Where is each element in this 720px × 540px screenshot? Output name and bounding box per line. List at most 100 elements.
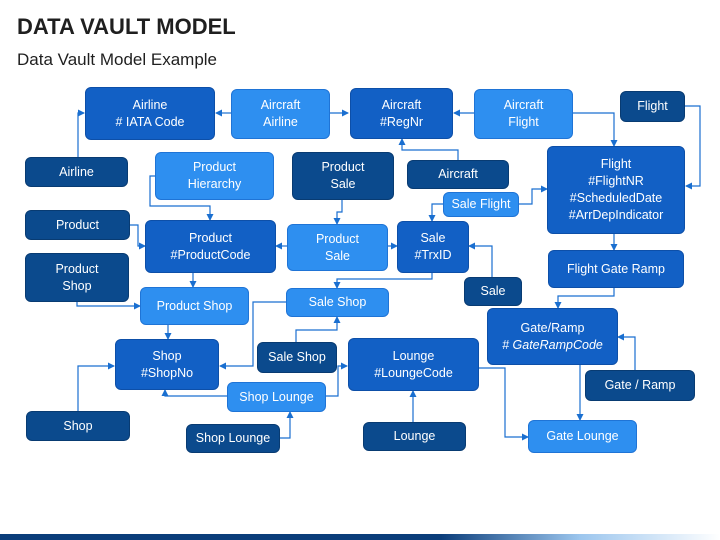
node-label: Aircraft bbox=[260, 98, 301, 112]
sale-flight-link[interactable]: Sale Flight bbox=[443, 192, 519, 217]
node-key: #ProductCode bbox=[170, 247, 251, 262]
sale-hub[interactable]: Sale #TrxID bbox=[397, 221, 469, 273]
node-label: Airline bbox=[263, 115, 298, 129]
node-label: Product bbox=[192, 160, 237, 174]
node-label: Lounge bbox=[392, 348, 435, 363]
lounge-satellite[interactable]: Lounge bbox=[363, 422, 466, 451]
connector bbox=[130, 224, 146, 250]
node-label: Gate Lounge bbox=[546, 429, 619, 443]
connector bbox=[149, 175, 214, 221]
connector bbox=[295, 316, 341, 342]
node-label: Shop Lounge bbox=[239, 389, 314, 404]
node-key: #ArrDepIndicator bbox=[568, 208, 664, 222]
product-shop-link[interactable]: Product Shop bbox=[140, 287, 249, 325]
node-label: Sale bbox=[324, 248, 351, 263]
node-label: Sale bbox=[420, 231, 446, 245]
connector bbox=[617, 333, 636, 370]
node-key: #LoungeCode bbox=[374, 365, 453, 380]
connector bbox=[161, 389, 227, 397]
node-label: Product bbox=[315, 231, 360, 246]
connector bbox=[519, 185, 548, 205]
connector bbox=[77, 362, 115, 411]
node-label: Hierarchy bbox=[187, 177, 242, 191]
aircraft-satellite[interactable]: Aircraft bbox=[407, 160, 509, 189]
gate-ramp-hub[interactable]: Gate/Ramp # GateRampCode bbox=[487, 308, 618, 365]
shop-lounge-link[interactable]: Shop Lounge bbox=[227, 382, 326, 412]
connector bbox=[219, 301, 286, 370]
footer-bar-dark bbox=[0, 534, 440, 540]
connector bbox=[333, 200, 343, 225]
shop-satellite[interactable]: Shop bbox=[26, 411, 130, 441]
node-label: Aircraft bbox=[381, 97, 422, 112]
connector bbox=[280, 411, 294, 439]
node-key: # GateRampCode bbox=[502, 337, 603, 352]
sale-shop-link[interactable]: Sale Shop bbox=[286, 288, 389, 317]
sale-satellite[interactable]: Sale bbox=[464, 277, 522, 306]
node-label: Flight bbox=[600, 157, 632, 171]
node-label: Shop bbox=[152, 348, 182, 363]
node-key: #ScheduledDate bbox=[569, 191, 663, 205]
node-key: # IATA Code bbox=[115, 114, 185, 129]
lounge-hub[interactable]: Lounge #LoungeCode bbox=[348, 338, 479, 391]
node-label: Sale Shop bbox=[268, 350, 326, 364]
flight-gate-ramp-link[interactable]: Flight Gate Ramp bbox=[548, 250, 684, 288]
flight-hub[interactable]: Flight #FlightNR #ScheduledDate #ArrDepIndi… bbox=[547, 146, 685, 234]
node-label: Shop Lounge bbox=[195, 431, 271, 445]
gate-ramp-satellite[interactable]: Gate / Ramp bbox=[585, 370, 695, 401]
shop-hub[interactable]: Shop #ShopNo bbox=[115, 339, 219, 390]
aircraft-hub[interactable]: Aircraft #RegNr bbox=[350, 88, 453, 139]
node-label: Shop bbox=[63, 418, 93, 433]
node-label: Sale Flight bbox=[451, 197, 511, 211]
node-key: #ShopNo bbox=[140, 365, 194, 380]
node-label: Sale Shop bbox=[308, 295, 367, 309]
sale-shop-satellite[interactable]: Sale Shop bbox=[257, 342, 337, 373]
node-label: Product Shop bbox=[156, 298, 233, 313]
product-hub[interactable]: Product #ProductCode bbox=[145, 220, 276, 273]
node-key: #FlightNR bbox=[588, 174, 644, 188]
connector bbox=[76, 302, 141, 310]
node-label: Sale bbox=[480, 284, 506, 298]
connector bbox=[398, 138, 459, 160]
node-label: Flight bbox=[637, 99, 668, 113]
shop-lounge-satellite[interactable]: Shop Lounge bbox=[186, 424, 280, 453]
node-label: Gate / Ramp bbox=[604, 378, 676, 392]
node-label: Airline bbox=[132, 97, 168, 112]
connector bbox=[468, 242, 493, 277]
node-label: Airline bbox=[59, 164, 94, 179]
node-label: Aircraft bbox=[438, 167, 478, 181]
connector bbox=[428, 203, 443, 222]
node-label: Flight Gate Ramp bbox=[567, 261, 665, 276]
connector bbox=[573, 112, 618, 147]
page-title: DATA VAULT MODEL bbox=[17, 14, 236, 39]
footer-bar-gradient bbox=[440, 534, 720, 540]
flight-satellite[interactable]: Flight bbox=[620, 91, 685, 122]
gate-lounge-link[interactable]: Gate Lounge bbox=[528, 420, 637, 453]
node-label: Product bbox=[321, 160, 365, 174]
page-subtitle: Data Vault Model Example bbox=[17, 50, 218, 69]
connector bbox=[326, 362, 348, 397]
node-label: Gate/Ramp bbox=[520, 320, 585, 335]
node-label: Product bbox=[188, 230, 233, 245]
airline-hub[interactable]: Airline # IATA Code bbox=[85, 87, 215, 140]
node-label: Shop bbox=[62, 278, 92, 293]
node-key: #RegNr bbox=[379, 114, 424, 129]
connector bbox=[333, 273, 433, 289]
airline-satellite[interactable]: Airline bbox=[25, 157, 128, 187]
connector bbox=[77, 109, 85, 157]
node-label: Lounge bbox=[393, 429, 436, 443]
footer-bar bbox=[0, 534, 720, 540]
node-label: Product bbox=[55, 217, 100, 232]
node-label: Flight bbox=[508, 115, 539, 129]
connector bbox=[479, 367, 529, 441]
node-key: #TrxID bbox=[414, 248, 452, 262]
node-label: Product bbox=[55, 261, 99, 276]
connector bbox=[685, 105, 701, 190]
product-satellite[interactable]: Product bbox=[25, 210, 130, 240]
node-label: Aircraft bbox=[503, 98, 544, 112]
